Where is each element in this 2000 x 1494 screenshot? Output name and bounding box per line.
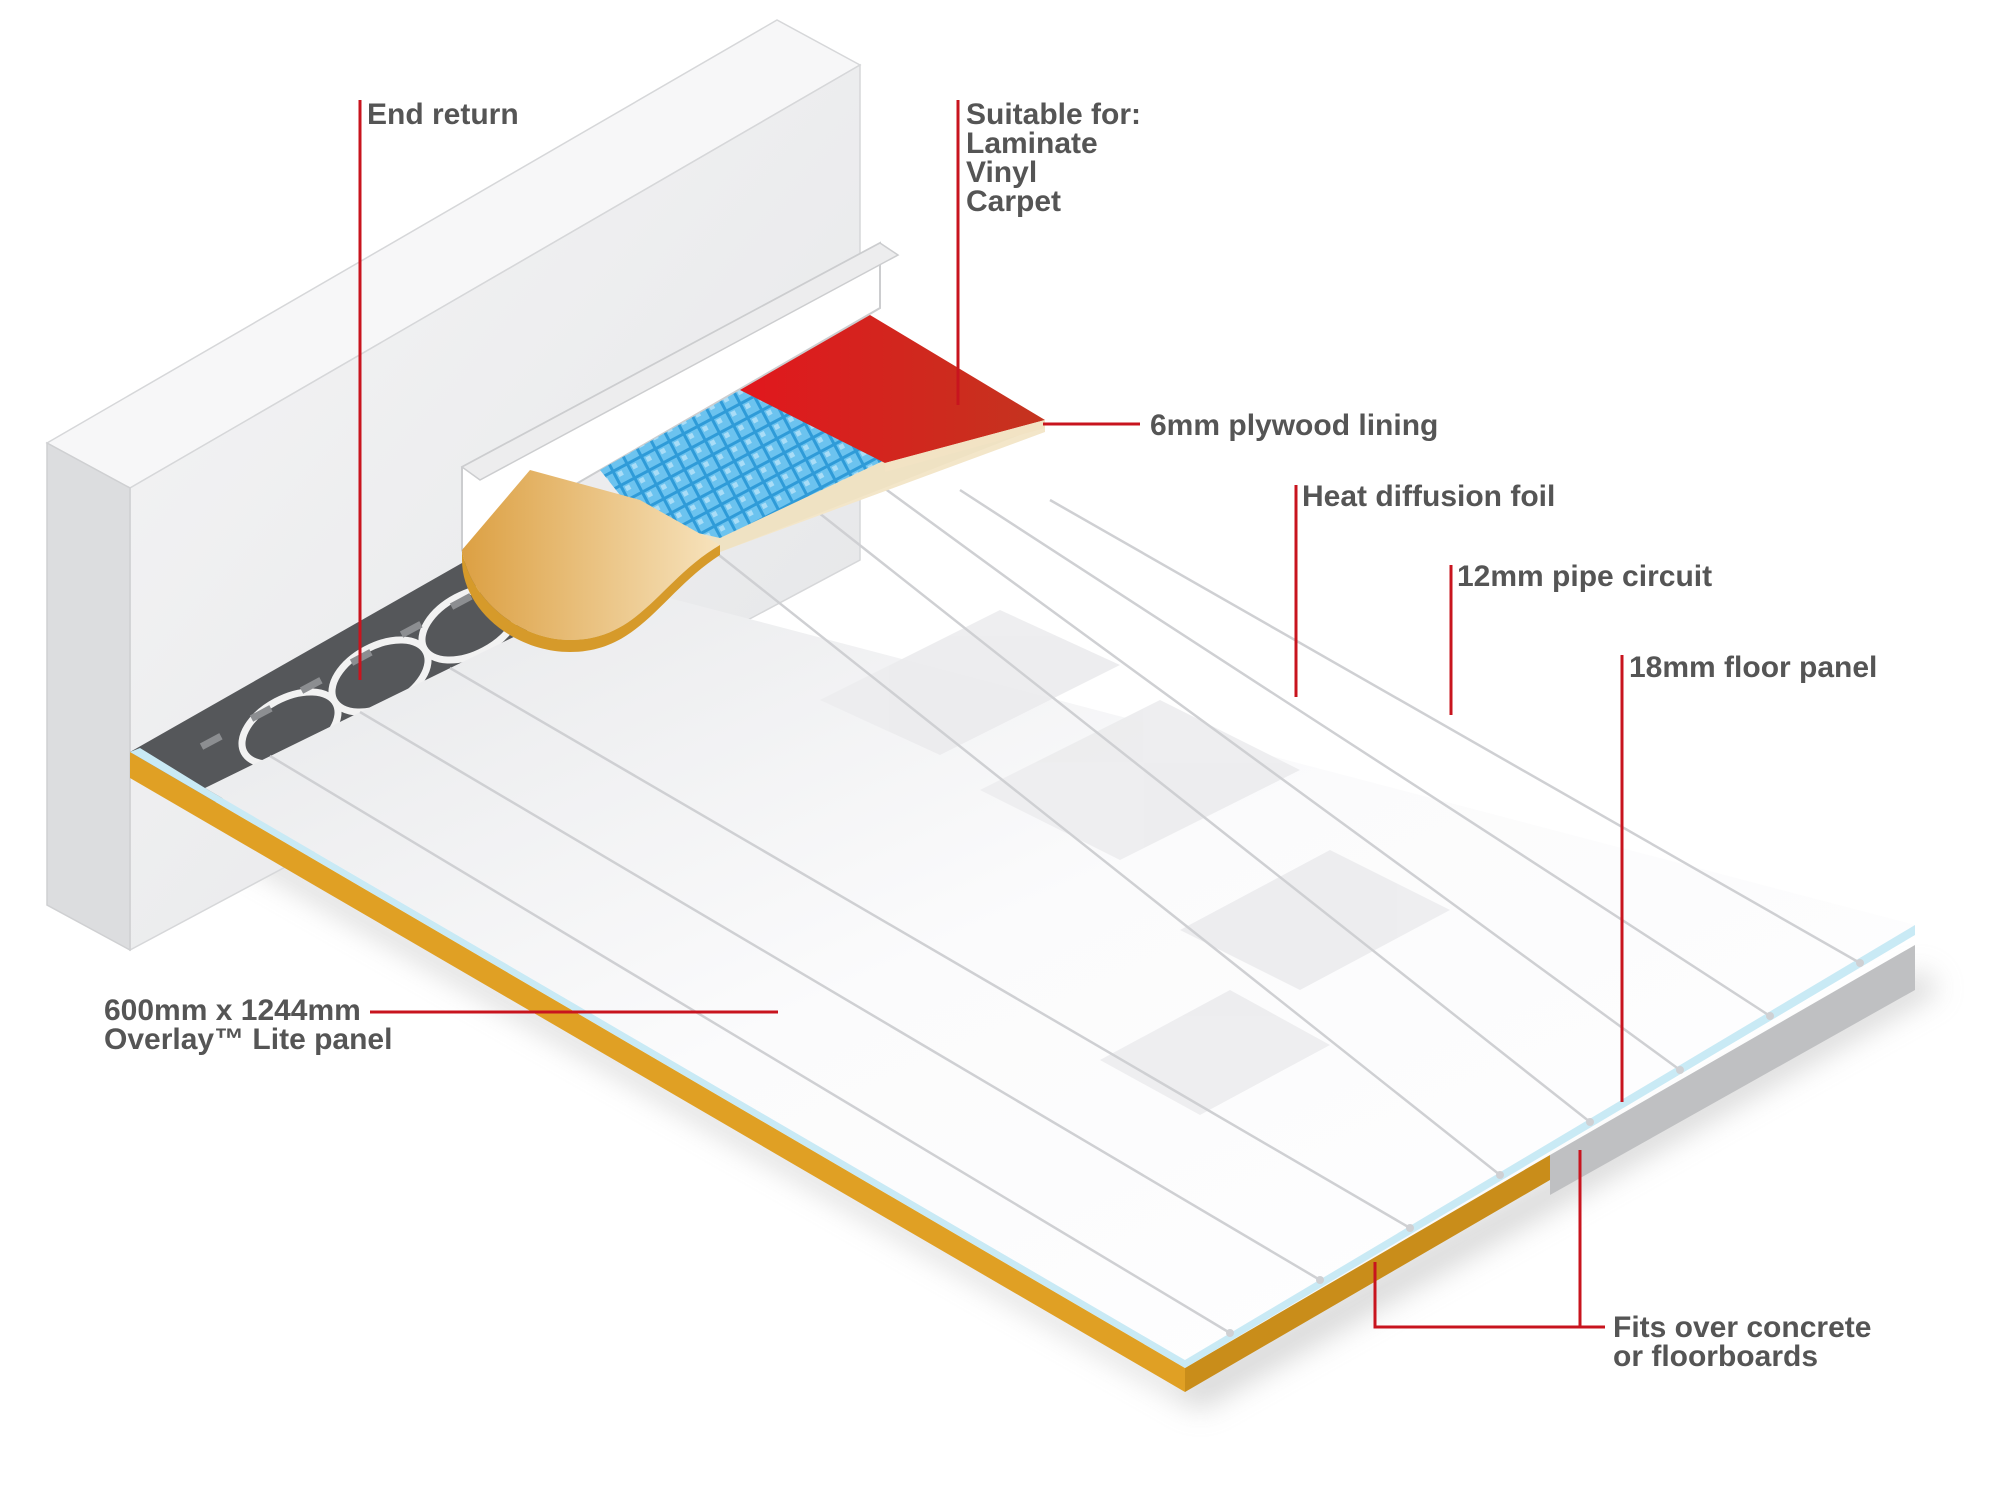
leader-fits-over	[1373, 1150, 1582, 1329]
foil-edge-front	[130, 748, 1185, 1368]
label-panel-dimensions: 600mm x 1244mm	[104, 994, 361, 1027]
foil-edge-right	[1185, 925, 1915, 1368]
label-fits-over-line2: or floorboards	[1613, 1340, 1819, 1373]
label-heat-diffusion-foil-text: Heat diffusion foil	[1302, 480, 1556, 513]
carpet-edge	[885, 420, 1045, 472]
foil-patches	[820, 610, 1450, 1115]
label-floor-panel-text: 18mm floor panel	[1629, 651, 1878, 684]
pipe-grooves	[269, 483, 1861, 1335]
suitable-for-heading: Suitable for:	[966, 98, 1142, 131]
suitable-for-laminate: Laminate	[966, 127, 1098, 160]
label-plywood-lining-text: 6mm plywood lining	[1150, 409, 1439, 442]
board-side	[1550, 945, 1915, 1195]
panel-edge-right	[1185, 1155, 1550, 1392]
suitable-for-vinyl: Vinyl	[966, 156, 1038, 189]
pipe-ends	[1226, 959, 1864, 1337]
skirting-top	[460, 242, 900, 481]
label-heat-diffusion-foil: Heat diffusion foil	[1302, 480, 1556, 513]
channel-ribs	[199, 593, 473, 750]
label-pipe-circuit-text: 12mm pipe circuit	[1457, 560, 1713, 593]
label-fits-over: Fits over concrete or floorboards	[1613, 1311, 1872, 1373]
label-fits-over-line1: Fits over concrete	[1613, 1311, 1872, 1344]
panel-edge-front	[130, 752, 1185, 1392]
label-panel-name: Overlay™ Lite panel	[104, 1023, 393, 1056]
suitable-for-carpet: Carpet	[966, 185, 1062, 218]
label-suitable-for: Suitable for: Laminate Vinyl Carpet	[966, 98, 1142, 218]
label-end-return-text: End return	[367, 98, 519, 131]
leader-lines	[358, 100, 1624, 1329]
label-end-return: End return	[367, 98, 519, 131]
label-pipe-circuit: 12mm pipe circuit	[1457, 560, 1713, 593]
label-floor-panel: 18mm floor panel	[1629, 651, 1878, 684]
label-plywood-lining: 6mm plywood lining	[1150, 409, 1439, 442]
laminate-edge	[462, 545, 720, 652]
label-panel-size: 600mm x 1244mm Overlay™ Lite panel	[104, 994, 393, 1056]
wall-end	[46, 441, 131, 952]
carpet	[740, 315, 1045, 463]
laminate-top	[462, 470, 720, 640]
